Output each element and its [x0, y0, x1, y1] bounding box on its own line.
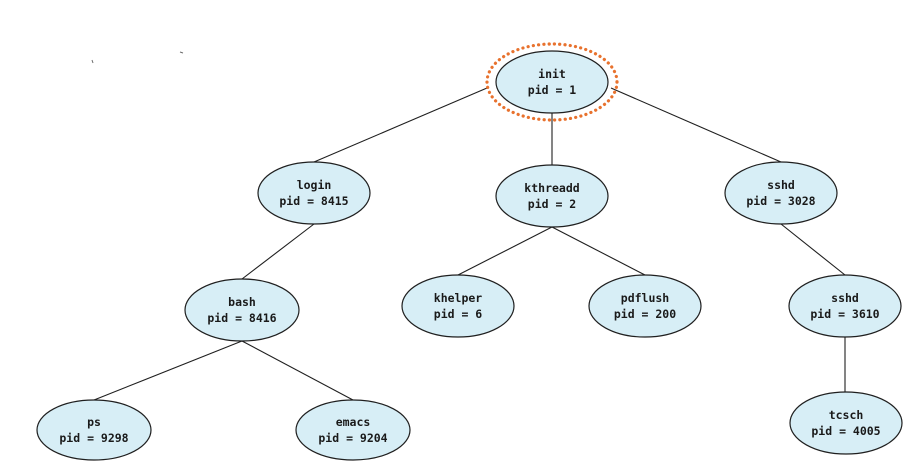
node-name-label: emacs: [336, 415, 371, 429]
nodes-layer: init pid = 1 login pid = 8415 kthreadd pid = …: [36, 50, 903, 461]
node-ellipse: [295, 399, 411, 461]
edges-layer: [93, 87, 846, 401]
node-ellipse: [495, 50, 609, 114]
node-sshd1: sshd pid = 3028: [724, 161, 838, 225]
edge-sshd1-sshd2: [780, 223, 846, 276]
node-name-label: login: [297, 178, 332, 192]
node-pid-label: pid = 3028: [746, 194, 815, 208]
node-pid-label: pid = 3610: [810, 307, 879, 321]
stray-mark: [91, 59, 94, 64]
node-ellipse: [789, 391, 903, 455]
node-login: login pid = 8415: [257, 161, 371, 225]
node-pid-label: pid = 1: [528, 83, 577, 97]
node-ellipse: [184, 278, 300, 342]
stray-mark: [179, 51, 184, 54]
node-ellipse: [257, 161, 371, 225]
node-ellipse: [724, 161, 838, 225]
node-pid-label: pid = 2: [528, 197, 576, 211]
node-pid-label: pid = 8416: [207, 311, 276, 325]
node-name-label: pdflush: [621, 291, 670, 305]
node-ellipse: [36, 399, 152, 461]
node-pid-label: pid = 6: [434, 307, 483, 321]
node-pid-label: pid = 200: [614, 307, 676, 321]
node-pdflush: pdflush pid = 200: [588, 274, 702, 338]
edge-kthreadd-pdflush: [551, 226, 646, 276]
node-kthreadd: kthreadd pid = 2: [495, 164, 609, 228]
node-tcsch: tcsch pid = 4005: [789, 391, 903, 455]
node-pid-label: pid = 8415: [279, 194, 348, 208]
node-emacs: emacs pid = 9204: [295, 399, 411, 461]
node-ellipse: [788, 274, 902, 338]
node-pid-label: pid = 4005: [811, 424, 880, 438]
node-name-label: sshd: [767, 178, 795, 192]
node-name-label: init: [538, 67, 566, 81]
edge-init-login: [313, 87, 488, 163]
edge-login-bash: [241, 223, 315, 280]
edge-bash-ps: [93, 340, 243, 401]
node-name-label: khelper: [434, 291, 483, 305]
node-name-label: kthreadd: [524, 181, 579, 195]
node-ellipse: [495, 164, 609, 228]
edge-bash-emacs: [241, 340, 354, 401]
node-name-label: sshd: [831, 291, 859, 305]
node-ellipse: [401, 274, 515, 338]
node-name-label: tcsch: [829, 408, 864, 422]
node-bash: bash pid = 8416: [184, 278, 300, 342]
node-ps: ps pid = 9298: [36, 399, 152, 461]
highlight-ring-init: [485, 42, 619, 122]
node-init: init pid = 1: [495, 50, 609, 114]
node-sshd2: sshd pid = 3610: [788, 274, 902, 338]
node-pid-label: pid = 9204: [318, 431, 387, 445]
node-ellipse: [588, 274, 702, 338]
highlight-layer: [485, 42, 619, 122]
edge-kthreadd-khelper: [457, 226, 553, 276]
edge-init-sshd1: [610, 87, 782, 163]
node-khelper: khelper pid = 6: [401, 274, 515, 338]
node-name-label: bash: [228, 295, 256, 309]
node-pid-label: pid = 9298: [59, 431, 128, 445]
node-name-label: ps: [87, 415, 101, 429]
